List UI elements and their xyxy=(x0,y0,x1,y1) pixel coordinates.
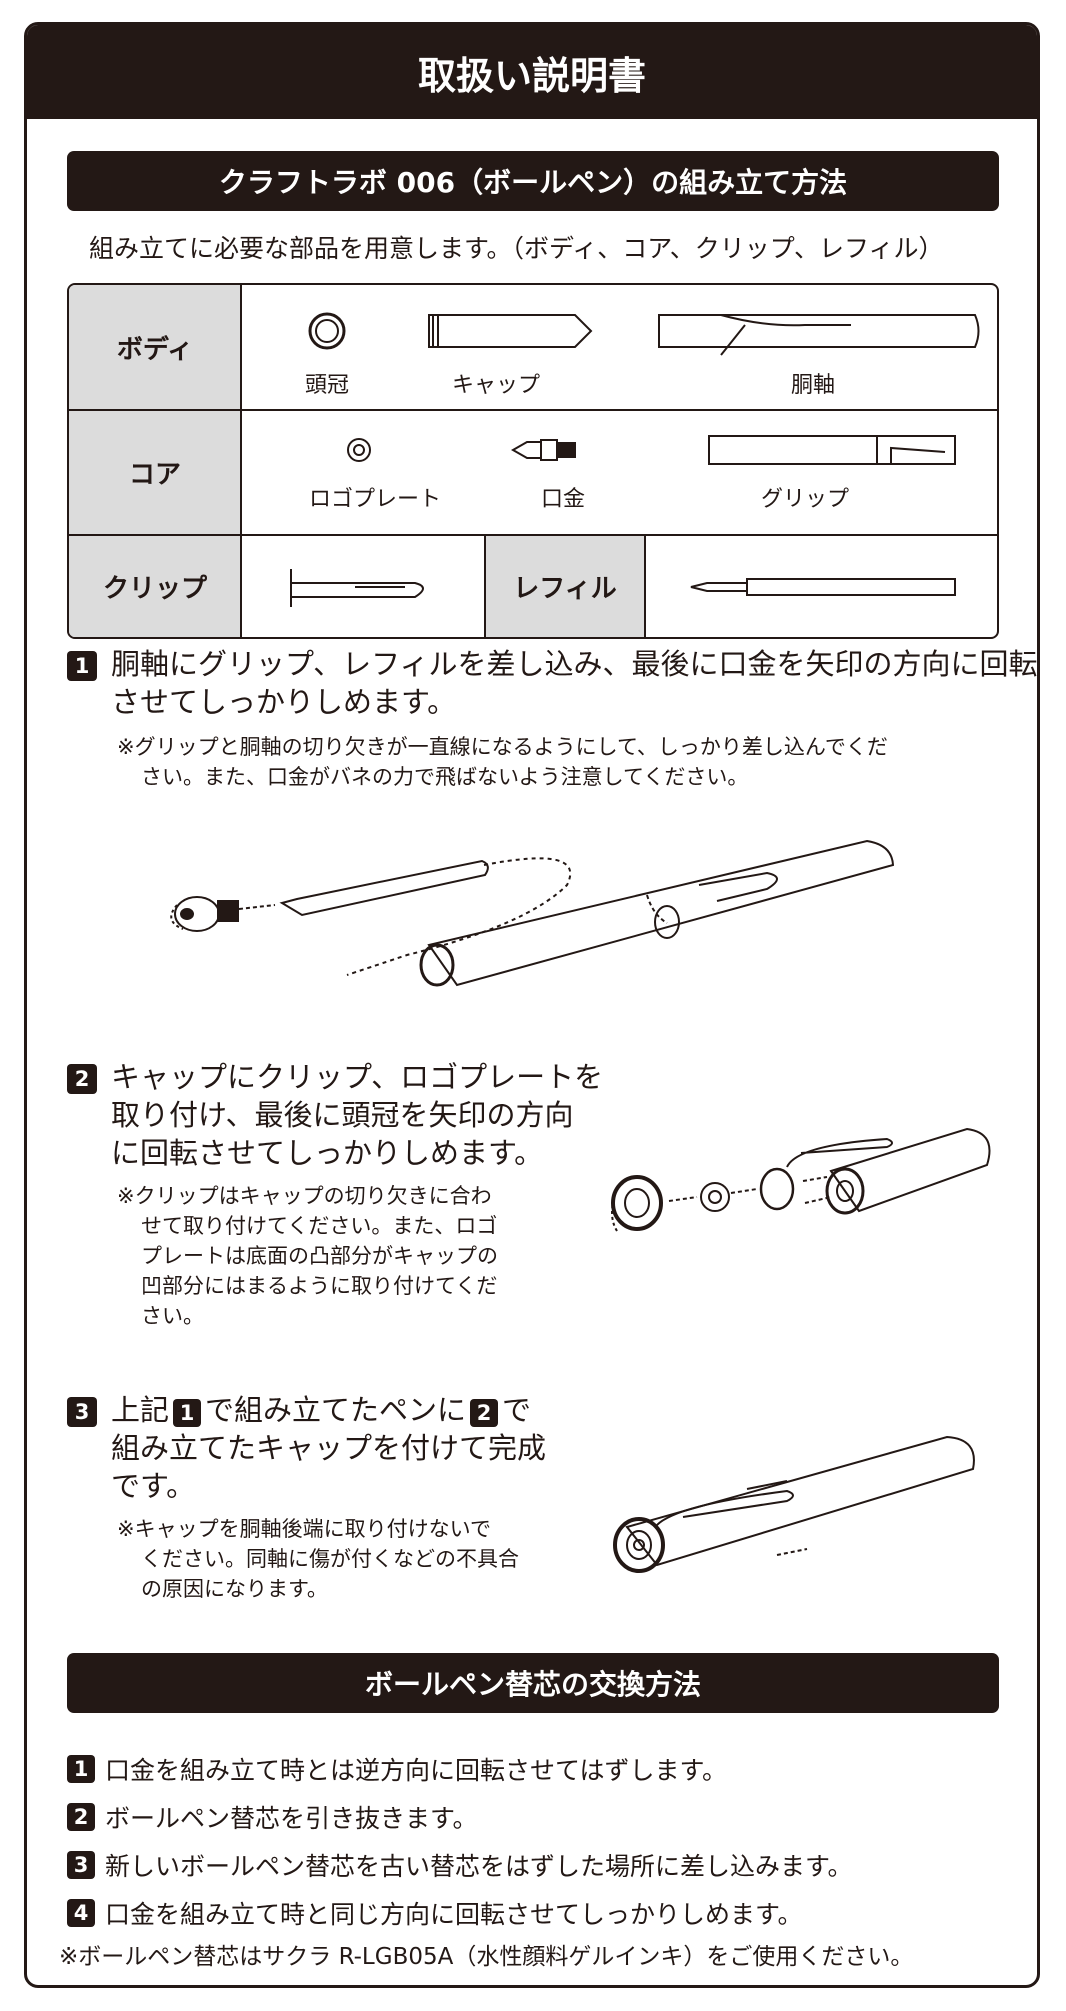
arrow-icon xyxy=(238,904,276,910)
grip-icon xyxy=(708,435,956,465)
rotate-arrow-icon xyxy=(611,1188,618,1232)
refill-illustration xyxy=(690,578,956,596)
step-1-number: 1 xyxy=(67,651,97,681)
barrel-icon xyxy=(658,314,980,356)
head-crown-icon xyxy=(308,312,346,350)
refill-icon xyxy=(690,578,956,596)
step-1-illustration xyxy=(170,839,895,987)
parts-clip-label: クリップ xyxy=(69,535,241,637)
page-title: 取扱い説明書 xyxy=(27,25,1037,119)
arrow-icon xyxy=(776,1548,808,1556)
part-label: 口金 xyxy=(540,487,586,512)
assembly-intro: 組み立てに必要な部品を用意します。（ボディ、コア、クリップ、レフィル） xyxy=(89,234,944,263)
step-3-number: 3 xyxy=(67,1397,97,1427)
arrow-icon xyxy=(346,857,572,976)
body-parts-illustration xyxy=(308,312,980,356)
refill-icon xyxy=(279,859,489,917)
arrow-icon xyxy=(730,1188,758,1194)
arrow-icon xyxy=(668,1196,698,1202)
ring-icon xyxy=(759,1167,795,1211)
parts-refill-label: レフィル xyxy=(485,535,645,637)
parts-core-label: コア xyxy=(69,410,241,535)
manual-frame: 取扱い説明書 クラフトラボ 006（ボールペン）の組み立て方法 組み立てに必要な… xyxy=(24,22,1040,1988)
replacement-note: ※ボールペン替芯はサクラ R-LGB05A（水性顔料ゲルインキ）をご使用ください… xyxy=(59,1944,914,1970)
table-divider xyxy=(484,535,486,637)
part-label: 胴軸 xyxy=(790,373,836,398)
part-label: 頭冠 xyxy=(304,373,350,398)
table-divider xyxy=(69,409,997,411)
step-2-illustration xyxy=(611,1127,991,1232)
part-label: キャップ xyxy=(451,373,541,398)
tip-icon xyxy=(510,439,576,461)
logo-plate-icon xyxy=(347,438,371,462)
grip-icon xyxy=(646,894,680,939)
table-divider xyxy=(240,285,242,637)
replacement-heading: ボールペン替芯の交換方法 xyxy=(67,1653,999,1713)
clip-illustration xyxy=(290,569,424,607)
table-divider xyxy=(644,535,646,637)
core-parts-illustration xyxy=(347,435,956,465)
part-label: グリップ xyxy=(760,487,850,512)
part-label: ロゴプレート xyxy=(308,487,442,512)
pen-tip-icon xyxy=(174,896,239,932)
logo-plate-icon xyxy=(700,1182,730,1212)
step-2-note: ※クリップはキャップの切り欠きに合わ せて取り付けてください。また、ロゴ プレー… xyxy=(117,1184,498,1328)
step-3-note: ※キャップを胴軸後端に取り付けないで ください。同軸に傷が付くなどの不具合 の原… xyxy=(117,1517,519,1601)
cap-icon xyxy=(428,314,593,348)
barrel-icon xyxy=(419,839,895,987)
arrow-icon xyxy=(802,1176,832,1204)
step-3-illustration xyxy=(613,1435,975,1573)
table-divider xyxy=(69,534,997,536)
step-1-text: 胴軸にグリップ、レフィルを差し込み、最後に口金を矢印の方向に回転 させてしっかり… xyxy=(111,647,1038,719)
clip-icon xyxy=(290,569,424,607)
step-1-note: ※グリップと胴軸の切り欠きが一直線になるようにして、しっかり差し込んでくだ さい… xyxy=(117,735,888,789)
parts-body-label: ボディ xyxy=(69,285,241,410)
assembly-heading: クラフトラボ 006（ボールペン）の組み立て方法 xyxy=(67,151,999,211)
parts-table: ボディ コア クリップ レフィル 頭冠 キャップ 胴軸 xyxy=(67,283,999,639)
head-crown-icon xyxy=(611,1175,663,1231)
step-2-number: 2 xyxy=(67,1064,97,1094)
cap-icon xyxy=(786,1127,991,1215)
assembled-pen-icon xyxy=(613,1435,975,1573)
step-2-text: キャップにクリップ、ロゴプレートを 取り付け、最後に頭冠を矢印の方向 に回転させ… xyxy=(111,1060,604,1170)
